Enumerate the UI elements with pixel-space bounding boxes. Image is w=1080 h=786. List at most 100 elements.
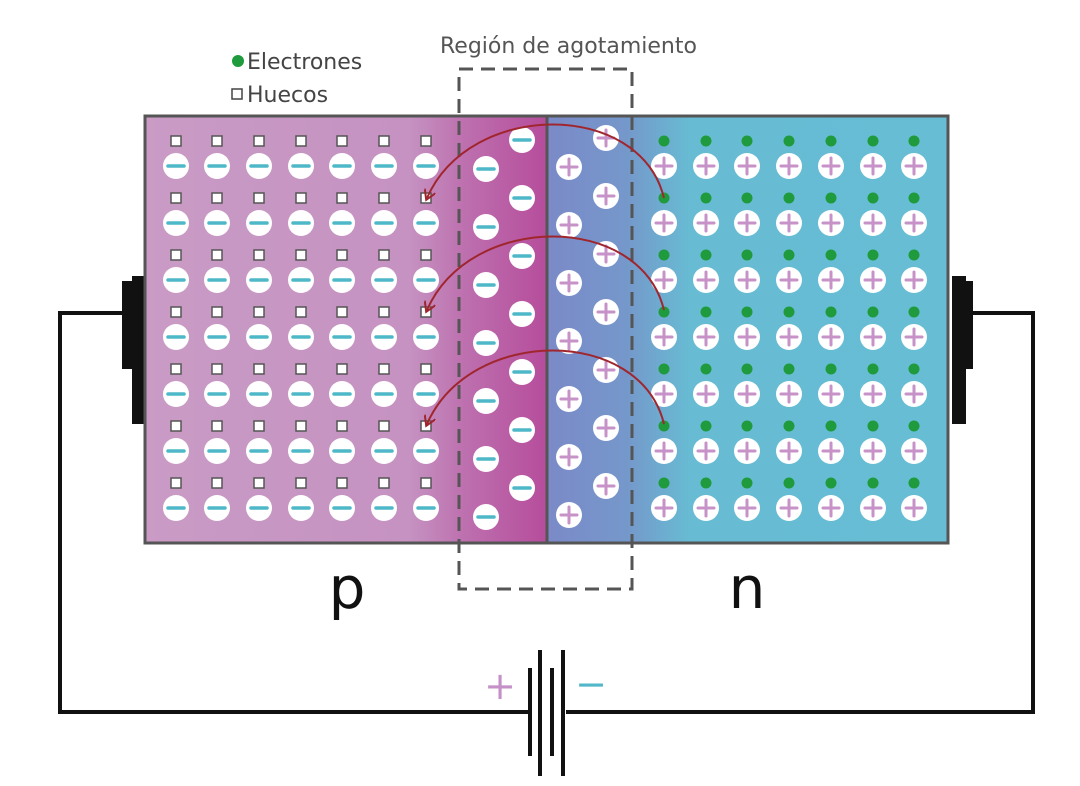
- acceptor-ion: [371, 324, 397, 350]
- electron: [783, 306, 795, 318]
- hole: [295, 135, 307, 147]
- acceptor-ion: [204, 438, 230, 464]
- electron: [783, 135, 795, 147]
- hole: [378, 477, 390, 489]
- acceptor-ion: [246, 324, 272, 350]
- acceptor-ion: [246, 438, 272, 464]
- acceptor-ion: [473, 504, 499, 530]
- p-region-label: p: [329, 554, 366, 622]
- electron: [867, 135, 879, 147]
- depletion-region-label: Región de agotamiento: [440, 34, 697, 59]
- donor-ion: [776, 438, 802, 464]
- donor-ion: [860, 267, 886, 293]
- donor-ion: [818, 324, 844, 350]
- charge-carriers: [163, 125, 927, 530]
- acceptor-ion: [371, 267, 397, 293]
- acceptor-ion: [288, 210, 314, 236]
- donor-ion: [651, 495, 677, 521]
- acceptor-ion: [246, 153, 272, 179]
- electron: [825, 420, 837, 432]
- hole: [170, 363, 182, 375]
- acceptor-ion: [473, 272, 499, 298]
- donor-ion: [860, 210, 886, 236]
- acceptor-ion: [288, 267, 314, 293]
- electron: [825, 477, 837, 489]
- donor-ion: [556, 386, 582, 412]
- hole: [378, 135, 390, 147]
- electron: [741, 135, 753, 147]
- hole: [295, 363, 307, 375]
- acceptor-ion: [509, 243, 535, 269]
- hole: [253, 249, 265, 261]
- donor-ion: [734, 210, 760, 236]
- donor-ion: [651, 153, 677, 179]
- donor-ion: [556, 444, 582, 470]
- donor-ion: [593, 473, 619, 499]
- donor-ion: [734, 324, 760, 350]
- acceptor-ion: [163, 153, 189, 179]
- battery-negative-symbol: −: [575, 662, 607, 706]
- acceptor-ion: [413, 324, 439, 350]
- donor-ion: [860, 438, 886, 464]
- acceptor-ion: [204, 324, 230, 350]
- electron: [658, 420, 670, 432]
- hole: [211, 135, 223, 147]
- hole: [336, 420, 348, 432]
- electron: [825, 306, 837, 318]
- electron: [700, 363, 712, 375]
- donor-ion: [734, 153, 760, 179]
- acceptor-ion: [413, 267, 439, 293]
- acceptor-ion: [163, 267, 189, 293]
- left-electrode: [122, 276, 146, 424]
- electron: [658, 363, 670, 375]
- acceptor-ion: [163, 210, 189, 236]
- donor-ion: [818, 267, 844, 293]
- electron: [867, 306, 879, 318]
- legend: Electrones Huecos: [231, 50, 362, 108]
- electron: [825, 192, 837, 204]
- acceptor-ion: [288, 381, 314, 407]
- electron: [867, 477, 879, 489]
- donor-ion: [818, 153, 844, 179]
- hole: [336, 363, 348, 375]
- hole: [420, 306, 432, 318]
- electron: [867, 420, 879, 432]
- acceptor-ion: [509, 359, 535, 385]
- donor-ion: [651, 438, 677, 464]
- battery-positive-symbol: +: [484, 664, 516, 708]
- acceptor-ion: [163, 438, 189, 464]
- circuit-wire: [58, 311, 1035, 714]
- depletion-region-box: [457, 67, 634, 591]
- battery-icon: [528, 650, 565, 776]
- donor-ion: [776, 495, 802, 521]
- hole: [253, 192, 265, 204]
- electron: [867, 249, 879, 261]
- acceptor-ion: [371, 495, 397, 521]
- acceptor-ion: [509, 475, 535, 501]
- acceptor-ion: [473, 446, 499, 472]
- donor-ion: [734, 495, 760, 521]
- electron: [700, 477, 712, 489]
- acceptor-ion: [473, 156, 499, 182]
- hole: [378, 249, 390, 261]
- donor-ion: [556, 328, 582, 354]
- hole: [295, 477, 307, 489]
- acceptor-ion: [371, 381, 397, 407]
- legend-electron-icon: [232, 55, 244, 67]
- electron: [783, 477, 795, 489]
- donor-ion: [776, 324, 802, 350]
- donor-ion: [860, 495, 886, 521]
- donor-ion: [556, 270, 582, 296]
- acceptor-ion: [163, 324, 189, 350]
- hole: [211, 192, 223, 204]
- donor-ion: [818, 495, 844, 521]
- n-region-label: n: [729, 554, 766, 622]
- acceptor-ion: [204, 210, 230, 236]
- hole: [211, 363, 223, 375]
- acceptor-ion: [246, 267, 272, 293]
- donor-ion: [556, 212, 582, 238]
- hole: [336, 192, 348, 204]
- donor-ion: [901, 495, 927, 521]
- hole: [420, 249, 432, 261]
- donor-ion: [818, 381, 844, 407]
